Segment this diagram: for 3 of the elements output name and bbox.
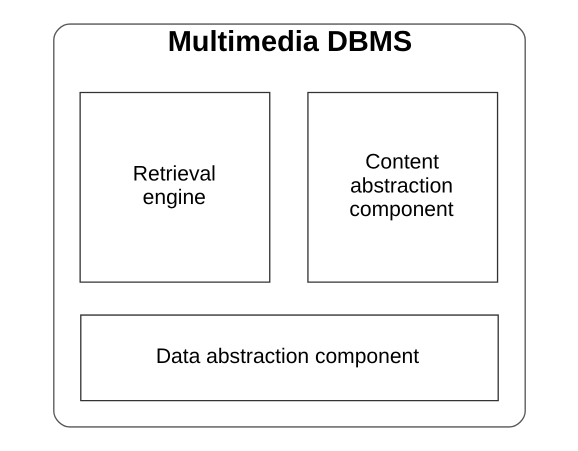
node-box: Retrieval engine bbox=[78, 92, 270, 283]
node-box: Data abstraction component bbox=[80, 314, 498, 402]
node-box: Content abstraction component bbox=[306, 92, 498, 283]
